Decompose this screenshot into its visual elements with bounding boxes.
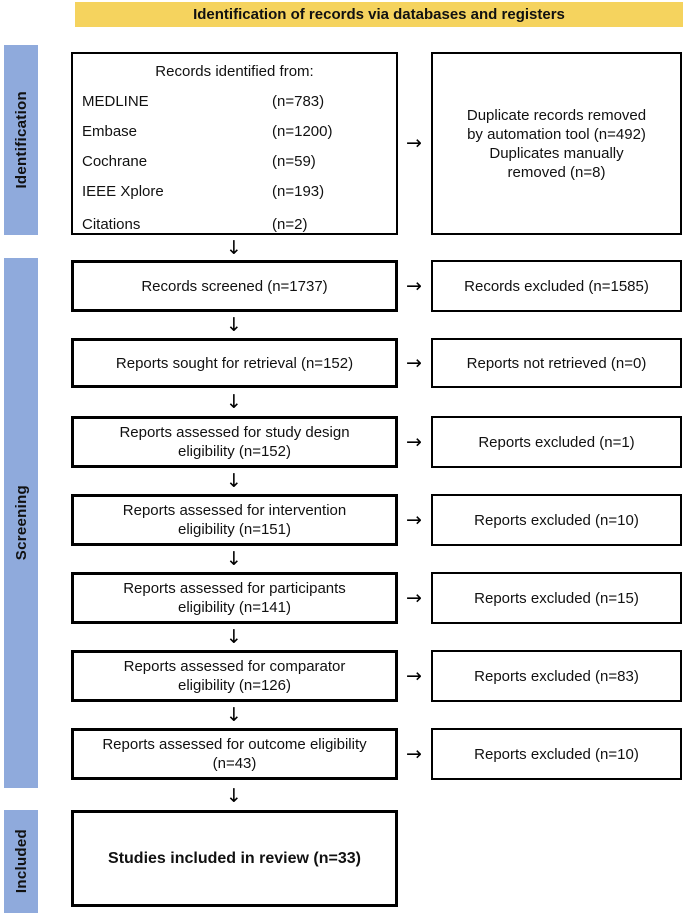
assessed-comparator-box: Reports assessed for comparator eligibil… <box>71 650 398 702</box>
reports-excluded-box-5: Reports excluded (n=10) <box>431 728 682 780</box>
source-count: (n=193) <box>272 182 325 200</box>
reports-excluded-box-3: Reports excluded (n=15) <box>431 572 682 624</box>
source-row-ieee-xplore: IEEE Xplore (n=193) <box>73 176 396 206</box>
down-arrow-icon: ↓ <box>226 469 242 492</box>
down-arrow-icon: ↓ <box>226 236 242 259</box>
reports-sought-box: Reports sought for retrieval (n=152) <box>71 338 398 388</box>
duplicates-line: removed (n=8) <box>507 163 606 181</box>
right-arrow-icon: → <box>406 509 422 531</box>
stage-bar-identification: Identification <box>4 45 38 235</box>
reports-excluded-box-1: Reports excluded (n=1) <box>431 416 682 468</box>
source-name: IEEE Xplore <box>82 182 164 200</box>
assessed-study-design-box: Reports assessed for study design eligib… <box>71 416 398 468</box>
duplicates-line: Duplicate records removed <box>466 106 647 124</box>
assessed-participants-box: Reports assessed for participants eligib… <box>71 572 398 624</box>
duplicates-removed-box: Duplicate records removed by automation … <box>431 52 682 235</box>
right-arrow-icon: → <box>406 132 422 154</box>
records-excluded-box: Records excluded (n=1585) <box>431 260 682 312</box>
down-arrow-icon: ↓ <box>226 625 242 648</box>
right-arrow-icon: → <box>406 587 422 609</box>
reports-excluded-box-4: Reports excluded (n=83) <box>431 650 682 702</box>
right-arrow-icon: → <box>406 743 422 765</box>
duplicates-line: Duplicates manually <box>489 144 624 162</box>
source-name: Citations <box>82 215 141 233</box>
records-screened-box: Records screened (n=1737) <box>71 260 398 312</box>
records-identified-title: Records identified from: <box>155 63 314 80</box>
source-row-embase: Embase (n=1200) <box>73 116 396 146</box>
stage-bar-included: Included <box>4 810 38 913</box>
duplicates-line: by automation tool (n=492) <box>467 125 646 143</box>
assessed-outcome-box: Reports assessed for outcome eligibility… <box>71 728 398 780</box>
source-count: (n=59) <box>272 152 316 170</box>
right-arrow-icon: → <box>406 275 422 297</box>
records-identified-box: Records identified from: MEDLINE (n=783)… <box>71 52 398 235</box>
down-arrow-icon: ↓ <box>226 390 242 413</box>
source-count: (n=1200) <box>272 122 333 140</box>
stage-bar-screening: Screening <box>4 258 38 788</box>
source-count: (n=2) <box>272 215 308 233</box>
source-row-cochrane: Cochrane (n=59) <box>73 146 396 176</box>
source-count: (n=783) <box>272 92 325 110</box>
studies-included-box: Studies included in review (n=33) <box>71 810 398 907</box>
source-name: MEDLINE <box>82 92 149 110</box>
down-arrow-icon: ↓ <box>226 313 242 336</box>
stage-label-included: Included <box>12 829 30 894</box>
assessed-intervention-box: Reports assessed for intervention eligib… <box>71 494 398 546</box>
source-row-citations: Citations (n=2) <box>73 209 396 239</box>
reports-excluded-box-2: Reports excluded (n=10) <box>431 494 682 546</box>
down-arrow-icon: ↓ <box>226 547 242 570</box>
down-arrow-icon: ↓ <box>226 784 242 807</box>
stage-label-screening: Screening <box>12 485 30 561</box>
reports-not-retrieved-box: Reports not retrieved (n=0) <box>431 338 682 388</box>
stage-label-identification: Identification <box>12 91 30 189</box>
source-name: Cochrane <box>82 152 148 170</box>
banner-title: Identification of records via databases … <box>75 2 683 27</box>
right-arrow-icon: → <box>406 431 422 453</box>
right-arrow-icon: → <box>406 665 422 687</box>
down-arrow-icon: ↓ <box>226 703 242 726</box>
source-name: Embase <box>82 122 138 140</box>
right-arrow-icon: → <box>406 352 422 374</box>
source-row-medline: MEDLINE (n=783) <box>73 86 396 116</box>
